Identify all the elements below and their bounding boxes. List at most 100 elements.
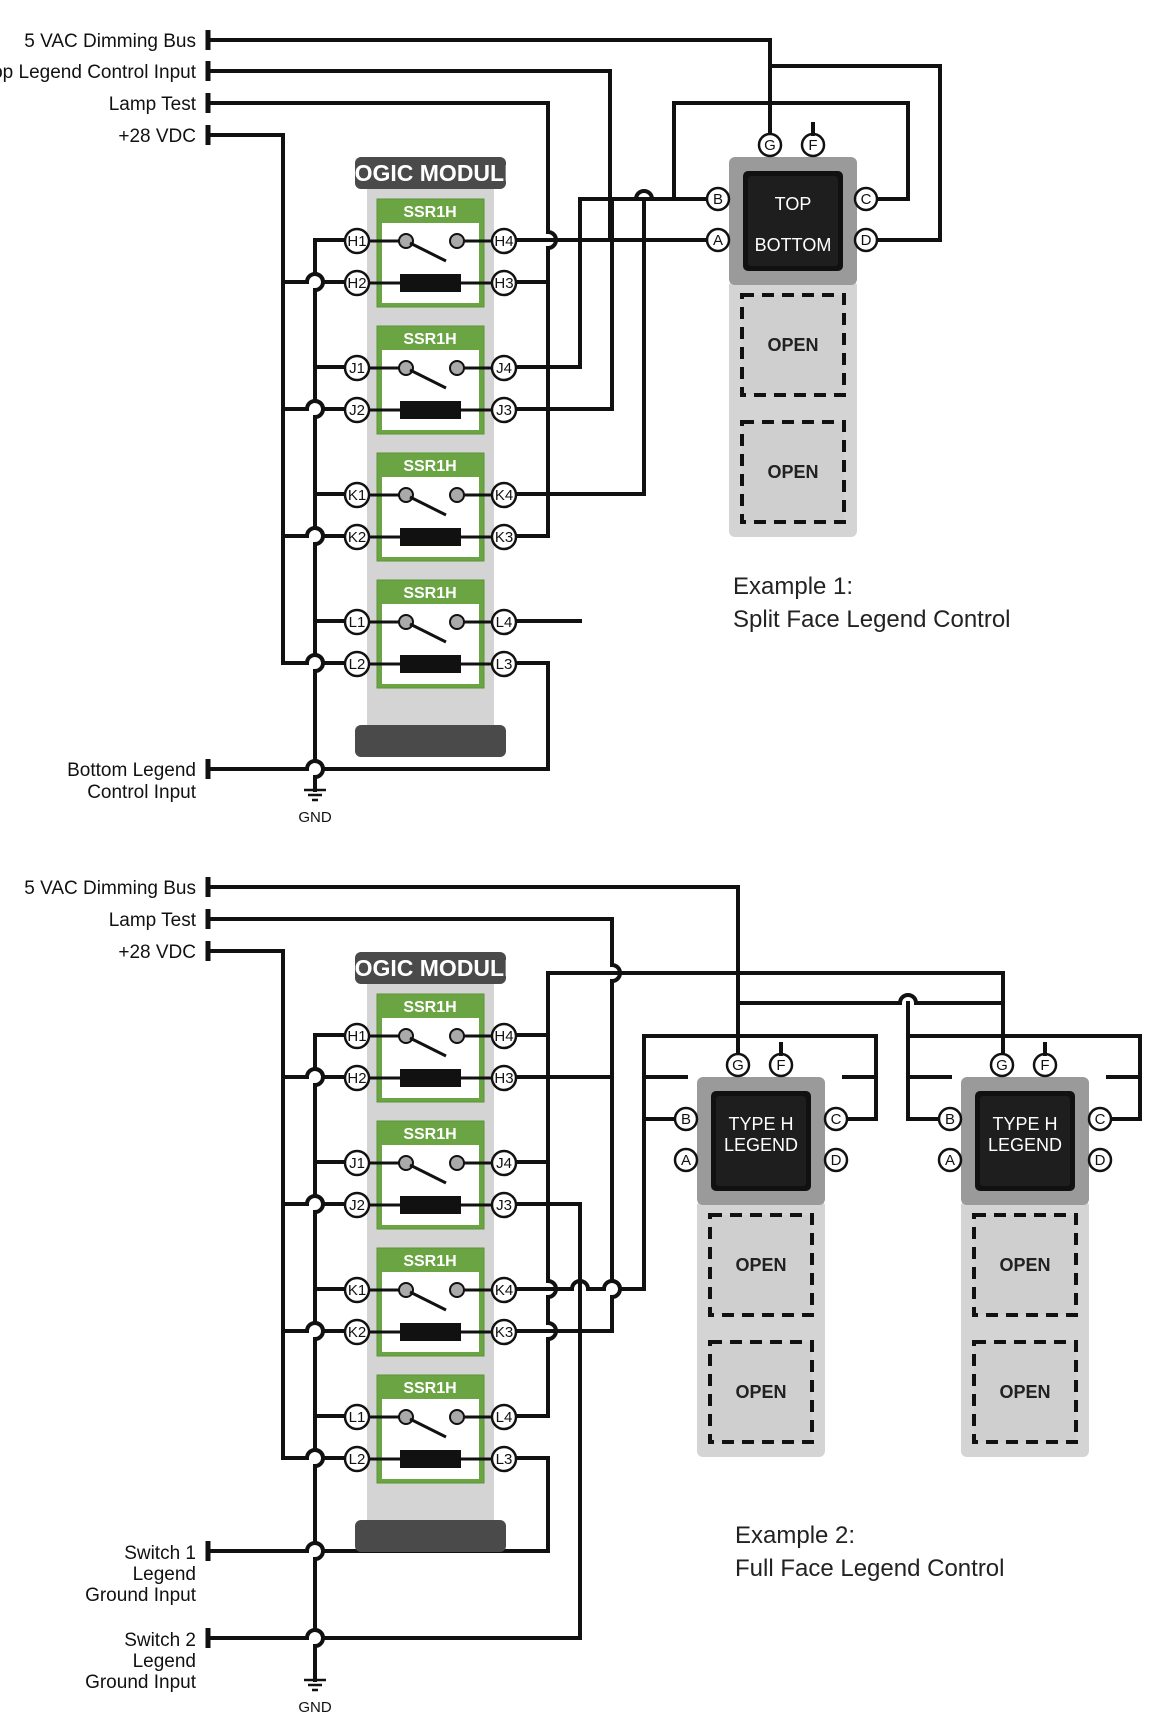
wire [514,197,646,496]
pin-J1 [343,354,371,382]
pin-L4 [490,1403,518,1431]
pin-label-L1: L1 [349,614,366,631]
wire [514,1456,550,1553]
wire [514,971,1005,1057]
pin-H4 [490,227,518,255]
wire [672,101,910,201]
pin-label-K1: K1 [348,487,366,504]
pin-label-J3: J3 [496,1197,512,1214]
pin-label-A: A [713,232,723,249]
pin-D [1087,1147,1113,1173]
pin-label-B: B [713,191,723,208]
pin-L3 [490,650,518,678]
pin-C [853,186,879,212]
relay-name: SSR1H [403,1253,456,1270]
input-label: +28 VDC [118,126,196,147]
coil-icon [400,655,461,673]
pin-K4 [490,481,518,509]
input-label: Bottom Legend [67,760,196,781]
wire [206,759,550,771]
open-slot [972,1213,1078,1317]
pin-G [989,1052,1015,1078]
pin-label-F: F [1040,1057,1049,1074]
wire [514,197,614,411]
pin-label-H4: H4 [494,1028,513,1045]
pin-label-D: D [831,1152,842,1169]
input-label: Legend [133,1651,196,1672]
pin-label-G: G [764,137,776,154]
pin-label-K1: K1 [348,1282,366,1299]
gnd-label: GND [298,809,332,826]
input-label: Ground Input [85,1585,197,1606]
pin-H1 [343,227,371,255]
example1-caption-line1: Example 1: [733,573,853,600]
example2-components: LOGIC MODULESSR1HH1H2H4H3SSR1HJ1J2J4J3SS… [341,952,1113,1552]
logic-module-header [355,952,506,984]
input-label: +28 VDC [118,942,196,963]
logic-module-title: LOGIC MODULE [341,955,520,981]
switch-contact-icon [398,1282,414,1298]
pin-K1 [343,481,371,509]
input-label: Lamp Test [109,94,197,115]
pin-label-H1: H1 [347,1028,366,1045]
wire [206,133,285,665]
pin-label-H2: H2 [347,275,366,292]
pin-label-G: G [732,1057,744,1074]
pin-J2 [343,396,371,424]
coil-icon [400,274,461,292]
input-label: Ground Input [85,1672,197,1693]
pin-H1 [343,1022,371,1050]
switch-contact-icon [398,1155,414,1171]
input-label: Legend [133,1564,196,1585]
switch-arm-icon [409,1036,447,1058]
pin-label-H3: H3 [494,275,513,292]
open-slot [708,1340,814,1444]
legend-line-1: TYPE H [728,1114,793,1134]
open-label: OPEN [735,1255,786,1275]
relay-name: SSR1H [403,999,456,1016]
pin-L1 [343,1403,371,1431]
switch-contact-icon [398,1028,414,1044]
pin-A [937,1147,963,1173]
switch-contact-icon [449,360,465,376]
input-label: 5 VAC Dimming Bus [24,878,196,899]
pin-label-J2: J2 [349,1197,365,1214]
input-label: Top Legend Control Input [0,62,197,83]
pin-J3 [490,396,518,424]
switch-arm-icon [409,368,447,390]
pin-H2 [343,1064,371,1092]
pin-label-J2: J2 [349,402,365,419]
wire [546,101,558,538]
pin-label-H4: H4 [494,233,513,250]
open-slot [972,1340,1078,1444]
pin-label-C: C [861,191,872,208]
pin-label-H1: H1 [347,233,366,250]
pin-label-D: D [861,232,872,249]
labels: 5 VAC Dimming Bus Top Legend Control Inpu… [0,30,1011,1716]
pin-A [673,1147,699,1173]
wire [514,1202,582,1640]
pin-label-K2: K2 [348,529,366,546]
wire [642,1117,688,1291]
pin-label-D: D [1095,1152,1106,1169]
pin-label-K3: K3 [495,529,513,546]
switch-contact-icon [449,233,465,249]
pin-label-L3: L3 [496,1451,513,1468]
switch-contact-icon [398,487,414,503]
pin-H3 [490,269,518,297]
relay-name: SSR1H [403,204,456,221]
pin-label-A: A [945,1152,955,1169]
switch-contact-icon [449,1282,465,1298]
pin-label-J3: J3 [496,402,512,419]
pin-K1 [343,1276,371,1304]
pin-label-F: F [808,137,817,154]
legend-line-2: LEGEND [724,1135,798,1155]
pin-B [673,1106,699,1132]
input-label: Switch 1 [124,1543,196,1564]
pin-L4 [490,608,518,636]
